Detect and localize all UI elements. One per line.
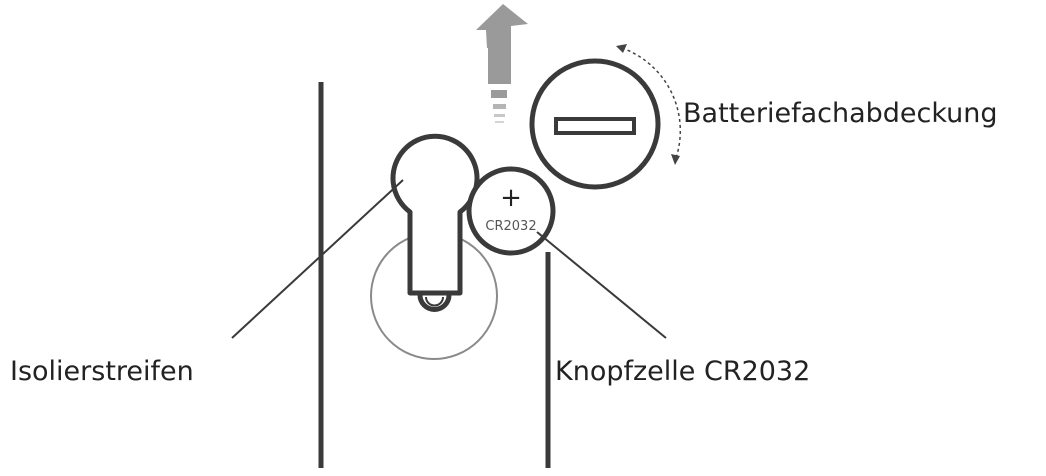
up-arrow-dash-4 (495, 121, 504, 123)
up-arrow-shaft (488, 44, 511, 84)
label-battery-cover: Batteriefachabdeckung (683, 98, 998, 129)
battery-cover (529, 58, 661, 190)
up-arrow-icon (476, 4, 528, 123)
lock-cylinder (370, 133, 498, 360)
battery-cover-slot (554, 117, 636, 135)
up-arrow-dash-2 (493, 104, 506, 109)
label-coin-cell: Knopfzelle CR2032 (555, 356, 810, 387)
up-arrow-head (476, 4, 528, 48)
rotation-arc (621, 47, 682, 159)
insulating-strip-shape (390, 133, 480, 296)
up-arrow-dash-3 (494, 114, 505, 117)
label-insulating-strip: Isolierstreifen (10, 356, 194, 387)
leader-line-coin-cell (536, 231, 667, 339)
rotation-arrowhead-top (616, 44, 627, 53)
coin-cell: + CR2032 (466, 166, 556, 256)
coin-cell-circle (466, 166, 556, 256)
lock-keyhole-arc (417, 294, 452, 312)
lock-keyhole-inner-arc (425, 296, 444, 307)
curved-double-arrow-icon (616, 44, 682, 165)
coin-cell-marking: CR2032 (485, 219, 536, 234)
leader-line-insulating-strip (231, 179, 404, 339)
rotation-arrowhead-bottom (671, 154, 680, 165)
coin-cell-polarity-plus: + (500, 183, 522, 213)
up-arrow-dash-1 (491, 90, 507, 98)
